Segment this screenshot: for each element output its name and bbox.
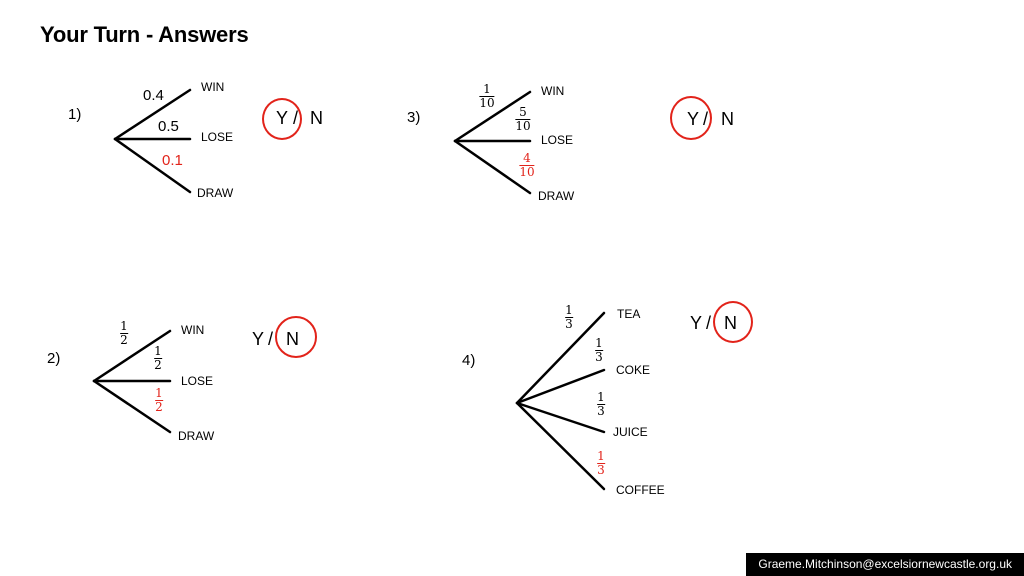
q2-branch-win: [92, 329, 172, 383]
q1-prob-draw: 0.1: [162, 152, 183, 169]
q2-number: 2): [47, 350, 61, 367]
q4-branch-tea: [515, 311, 606, 405]
footer-email: Graeme.Mitchinson@excelsiornewcastle.org…: [746, 553, 1024, 576]
q4-label-tea: TEA: [617, 307, 641, 321]
q4-label-coffee: COFFEE: [616, 483, 665, 497]
q4-yes-option[interactable]: Y: [690, 313, 703, 333]
q4-branch-juice: [515, 401, 606, 434]
q2-branch-draw: [92, 379, 172, 434]
q3-branch-draw: [453, 139, 532, 195]
page-title: Your Turn - Answers: [40, 22, 249, 47]
q2-label-win: WIN: [181, 323, 205, 337]
q3-label-draw: DRAW: [538, 189, 575, 203]
q2-label-lose: LOSE: [181, 374, 214, 388]
q4-branch-coffee: [515, 401, 606, 491]
q3-label-win: WIN: [541, 84, 565, 98]
q2-label-draw: DRAW: [178, 429, 215, 443]
q3-answer-circle: [670, 96, 712, 140]
q1-prob-lose: 0.5: [158, 118, 179, 135]
q1-branch-win: [113, 88, 192, 141]
q4-label-coke: COKE: [616, 363, 651, 377]
q1-label-win: WIN: [201, 80, 225, 94]
q1-answer-circle: [262, 98, 302, 140]
q4-number: 4): [462, 352, 476, 369]
q3-branch-win: [453, 90, 532, 143]
q1-label-lose: LOSE: [201, 130, 234, 144]
q1-prob-win: 0.4: [143, 87, 164, 104]
q2-answer-circle: [275, 316, 317, 358]
q3-label-lose: LOSE: [541, 133, 574, 147]
q3-no-option[interactable]: N: [721, 109, 734, 129]
q3-number: 3): [407, 109, 421, 126]
q4-slash: /: [706, 313, 712, 333]
q4-label-juice: JUICE: [613, 425, 648, 439]
q1-number: 1): [68, 106, 82, 123]
q1-no-option[interactable]: N: [310, 108, 323, 128]
q1-label-draw: DRAW: [197, 186, 234, 200]
q1-branch-draw: [113, 137, 192, 194]
q2-yes-option[interactable]: Y: [252, 329, 265, 349]
q2-slash: /: [268, 329, 274, 349]
q4-branch-coke: [515, 368, 606, 405]
q4-answer-circle: [713, 301, 753, 343]
